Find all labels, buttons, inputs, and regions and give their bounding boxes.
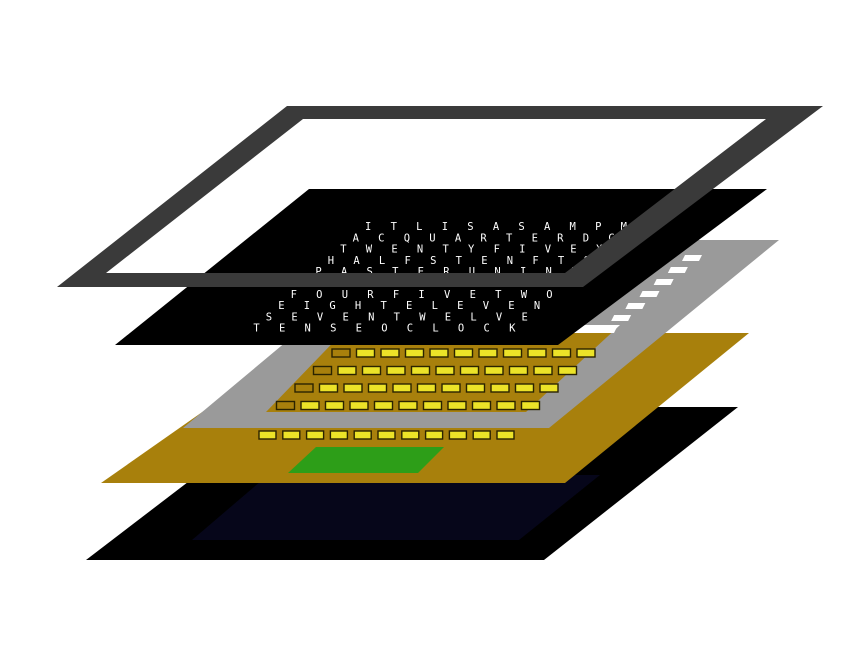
letter-row: T E N S E O C L O C K	[253, 323, 516, 335]
frame-layer	[57, 106, 823, 287]
grid-led	[539, 383, 559, 393]
grid-led	[527, 348, 547, 358]
grid-led	[324, 400, 345, 411]
face-plate-layer: I T L I S A S A M P MA C Q U A R T E R D…	[115, 189, 767, 345]
grid-led	[453, 348, 474, 358]
grid-slot	[682, 255, 702, 261]
grid-led	[373, 400, 394, 411]
letter-grid: I T L I S A S A M P MA C Q U A R T E R D…	[253, 221, 627, 335]
bottom-led	[472, 430, 491, 440]
grid-led	[416, 383, 437, 393]
grid-led	[349, 400, 369, 411]
grid-led	[361, 365, 382, 376]
grid-led	[471, 400, 492, 411]
grid-led	[343, 383, 363, 393]
bottom-led	[496, 430, 515, 440]
letter-row: I T L I S A S A M P M	[365, 221, 627, 233]
bottom-led	[401, 430, 420, 440]
grid-slot	[653, 279, 674, 285]
grid-led	[300, 400, 320, 411]
letter-row: A C Q U A R T E R D C	[353, 232, 615, 244]
grid-led	[435, 365, 455, 376]
grid-led	[331, 348, 351, 358]
grid-led	[392, 383, 412, 393]
grid-led	[508, 365, 529, 376]
letter-face-plate	[115, 189, 767, 345]
bottom-led-row	[258, 430, 515, 440]
grid-led	[459, 365, 480, 376]
grid-led	[294, 383, 314, 393]
grid-led	[318, 383, 339, 393]
grid-led	[441, 383, 461, 393]
grid-led	[533, 365, 553, 376]
grid-slot	[597, 327, 617, 333]
letter-row: E I G H T E L E V E N	[278, 300, 540, 312]
grid-slot	[639, 291, 660, 297]
letter-row: H A L F S T E N F T O	[328, 255, 590, 267]
pcb-module	[288, 447, 444, 473]
grid-led	[398, 400, 418, 411]
bottom-led	[282, 430, 301, 440]
grid-led	[490, 383, 510, 393]
bottom-led	[258, 430, 277, 440]
grid-slot-column	[597, 255, 702, 333]
bottom-led	[424, 430, 444, 440]
grid-led	[386, 365, 406, 376]
grid-led	[557, 365, 578, 376]
bottom-led	[448, 430, 468, 440]
led-array	[275, 348, 596, 411]
grid-slot	[611, 315, 632, 321]
grid-led	[337, 365, 357, 376]
bottom-led	[329, 430, 349, 440]
grid-led	[380, 348, 400, 358]
grid-led	[422, 400, 443, 411]
grid-led	[404, 348, 425, 358]
grid-led	[355, 348, 376, 358]
letter-row: T W E N T Y F I V E X	[340, 244, 603, 256]
grid-led	[514, 383, 535, 393]
grid-led	[465, 383, 486, 393]
grid-led	[502, 348, 523, 358]
grid-led	[367, 383, 388, 393]
letter-row: S E V E N T W E L V E	[266, 311, 528, 323]
grid-led	[496, 400, 516, 411]
hollow-frame	[57, 106, 823, 287]
grid-led	[484, 365, 504, 376]
bottom-led	[305, 430, 325, 440]
grid-led	[478, 348, 498, 358]
grid-slot	[625, 303, 646, 309]
grid-slot	[667, 267, 688, 273]
letter-row: F O U R F I V E T W O	[291, 289, 553, 301]
grid-led	[429, 348, 449, 358]
bottom-led	[377, 430, 396, 440]
grid-led	[551, 348, 572, 358]
base-inner-panel	[192, 475, 600, 540]
grid-led	[520, 400, 541, 411]
grid-led	[275, 400, 296, 411]
grid-led	[447, 400, 467, 411]
bottom-led	[353, 430, 372, 440]
grid-led	[576, 348, 596, 358]
grid-led	[410, 365, 431, 376]
grid-led	[312, 365, 333, 376]
